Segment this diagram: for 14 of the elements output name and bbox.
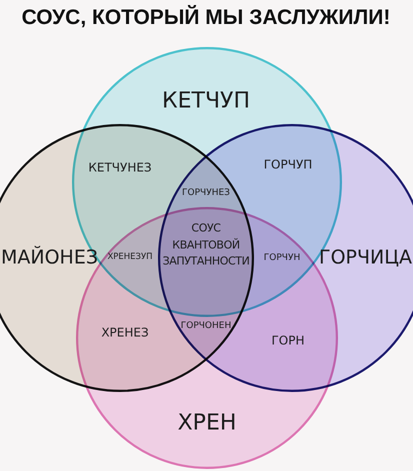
circle-label: ГОРЧИЦА [319,247,412,269]
circle-label: ХРЕН [178,412,236,436]
region-label: СОУС КВАНТОВОЙ ЗАПУТАННОСТИ [162,220,250,270]
region-label: ГОРЧУН [264,252,300,264]
region-label: ГОРН [271,334,305,348]
circle-label: МАЙОНЕЗ [1,247,98,269]
region-label: ГОРЧУП [264,158,312,172]
region-label: ХРЕНЕЗ [101,326,149,340]
region-label: КЕТЧУНЕЗ [88,161,152,175]
title: СОУС, КОТОРЫЙ МЫ ЗАСЛУЖИЛИ! [22,6,390,30]
region-label: ГОРЧУНЕЗ [182,188,230,198]
region-label: ХРЕНЕЗУП [107,253,153,263]
region-label: ГОРЧОНЕН [180,320,232,332]
circle-label: КЕТЧУП [162,90,250,114]
